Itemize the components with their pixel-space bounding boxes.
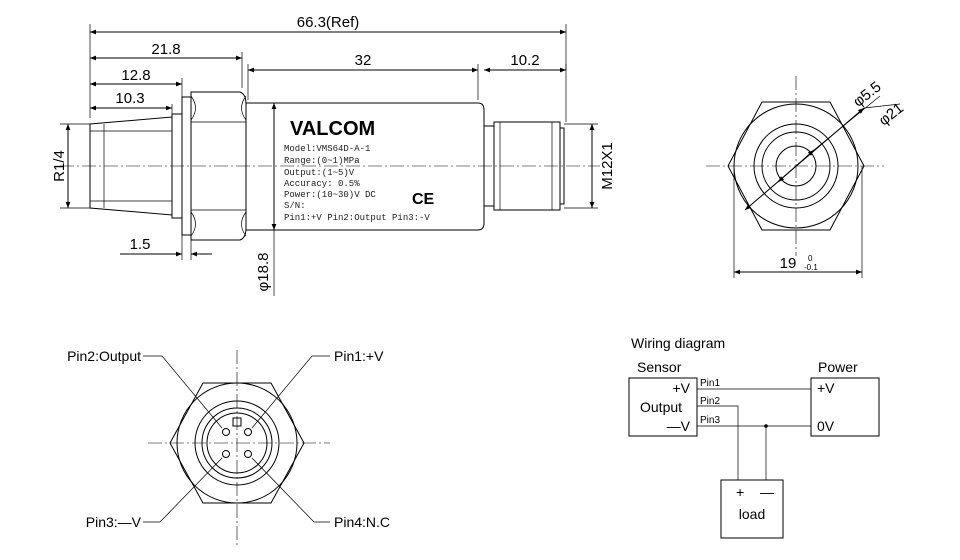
- load-minus: —: [760, 484, 774, 500]
- sensor-title: Sensor: [637, 359, 682, 375]
- load-plus: +: [736, 484, 744, 500]
- dim-10-2: 10.2: [510, 52, 539, 69]
- dim-m12x1: M12X1: [599, 142, 616, 190]
- label-range: Range:(0~1)MPa: [284, 156, 360, 166]
- end-view: φ5.5 φ21 19 0 -0.1: [706, 76, 907, 278]
- ce-mark: CE: [412, 191, 435, 208]
- pin1-hole: [244, 428, 252, 436]
- sensor-minus: —V: [667, 418, 691, 434]
- dim-32: 32: [355, 52, 372, 69]
- load-box: [720, 479, 784, 539]
- label-sn: S/N:: [284, 201, 306, 211]
- dim-overall: 66.3(Ref): [297, 14, 360, 31]
- wiring-diagram: Wiring diagram Sensor Power +V Output —V…: [628, 335, 880, 539]
- label-model: Model:VMS64D-A-1: [284, 144, 370, 154]
- dim-21-8: 21.8: [151, 41, 180, 58]
- end-hex: [727, 101, 865, 231]
- power-box: [810, 377, 880, 437]
- connector-key: [232, 417, 242, 427]
- wire-pin2: [697, 405, 739, 480]
- pin4-label: Pin4:N.C: [334, 514, 390, 530]
- label-pins: Pin1:+V Pin2:Output Pin3:-V: [284, 213, 430, 223]
- sensor-box: [628, 377, 698, 437]
- power-plus: +V: [817, 380, 835, 396]
- dim-phi-18-8: φ18.8: [255, 253, 272, 292]
- dim-1-5: 1.5: [130, 236, 151, 253]
- wire-label-pin2: Pin2: [700, 396, 720, 407]
- sensor-output: Output: [640, 399, 682, 415]
- load-label: load: [739, 506, 765, 522]
- sensor-plus: +V: [672, 380, 690, 396]
- pin1-label: Pin1:+V: [334, 348, 384, 364]
- dim-phi-21: φ21: [876, 100, 907, 130]
- hex-nut: [190, 91, 247, 241]
- pin2-hole: [222, 428, 230, 436]
- pin3-hole: [222, 450, 230, 458]
- dim-r14: R1/4: [51, 150, 68, 182]
- wire-label-pin1: Pin1: [700, 378, 720, 389]
- pin2-label: Pin2:Output: [67, 348, 141, 364]
- label-power: Power:(10~30)V DC: [284, 190, 376, 200]
- wiring-title: Wiring diagram: [631, 335, 725, 351]
- pin3-label: Pin3:—V: [86, 514, 142, 530]
- dim-phi-5-5: φ5.5: [850, 78, 885, 110]
- connector-view: Pin2:Output Pin1:+V Pin3:—V Pin4:N.C: [67, 348, 390, 548]
- brand-logo: VALCOM: [290, 118, 375, 140]
- junction-dot: [764, 424, 768, 428]
- dim-19-tol-lower: -0.1: [804, 263, 818, 272]
- connector-hex: [169, 382, 305, 504]
- dim-10-3: 10.3: [115, 90, 144, 107]
- label-output: Output:(1~5)V: [284, 168, 355, 178]
- power-title: Power: [818, 359, 858, 375]
- power-zero: 0V: [817, 418, 835, 434]
- connector-outer-ring: [194, 400, 280, 486]
- side-view: VALCOM Model:VMS64D-A-1 Range:(0~1)MPa O…: [51, 14, 616, 296]
- label-accuracy: Accuracy: 0.5%: [284, 179, 360, 189]
- dim-19-tol-upper: 0: [808, 254, 813, 263]
- pin4-hole: [244, 450, 252, 458]
- dim-19: 19: [780, 255, 797, 272]
- dim-12-8: 12.8: [121, 67, 150, 84]
- wire-label-pin3: Pin3: [700, 415, 720, 426]
